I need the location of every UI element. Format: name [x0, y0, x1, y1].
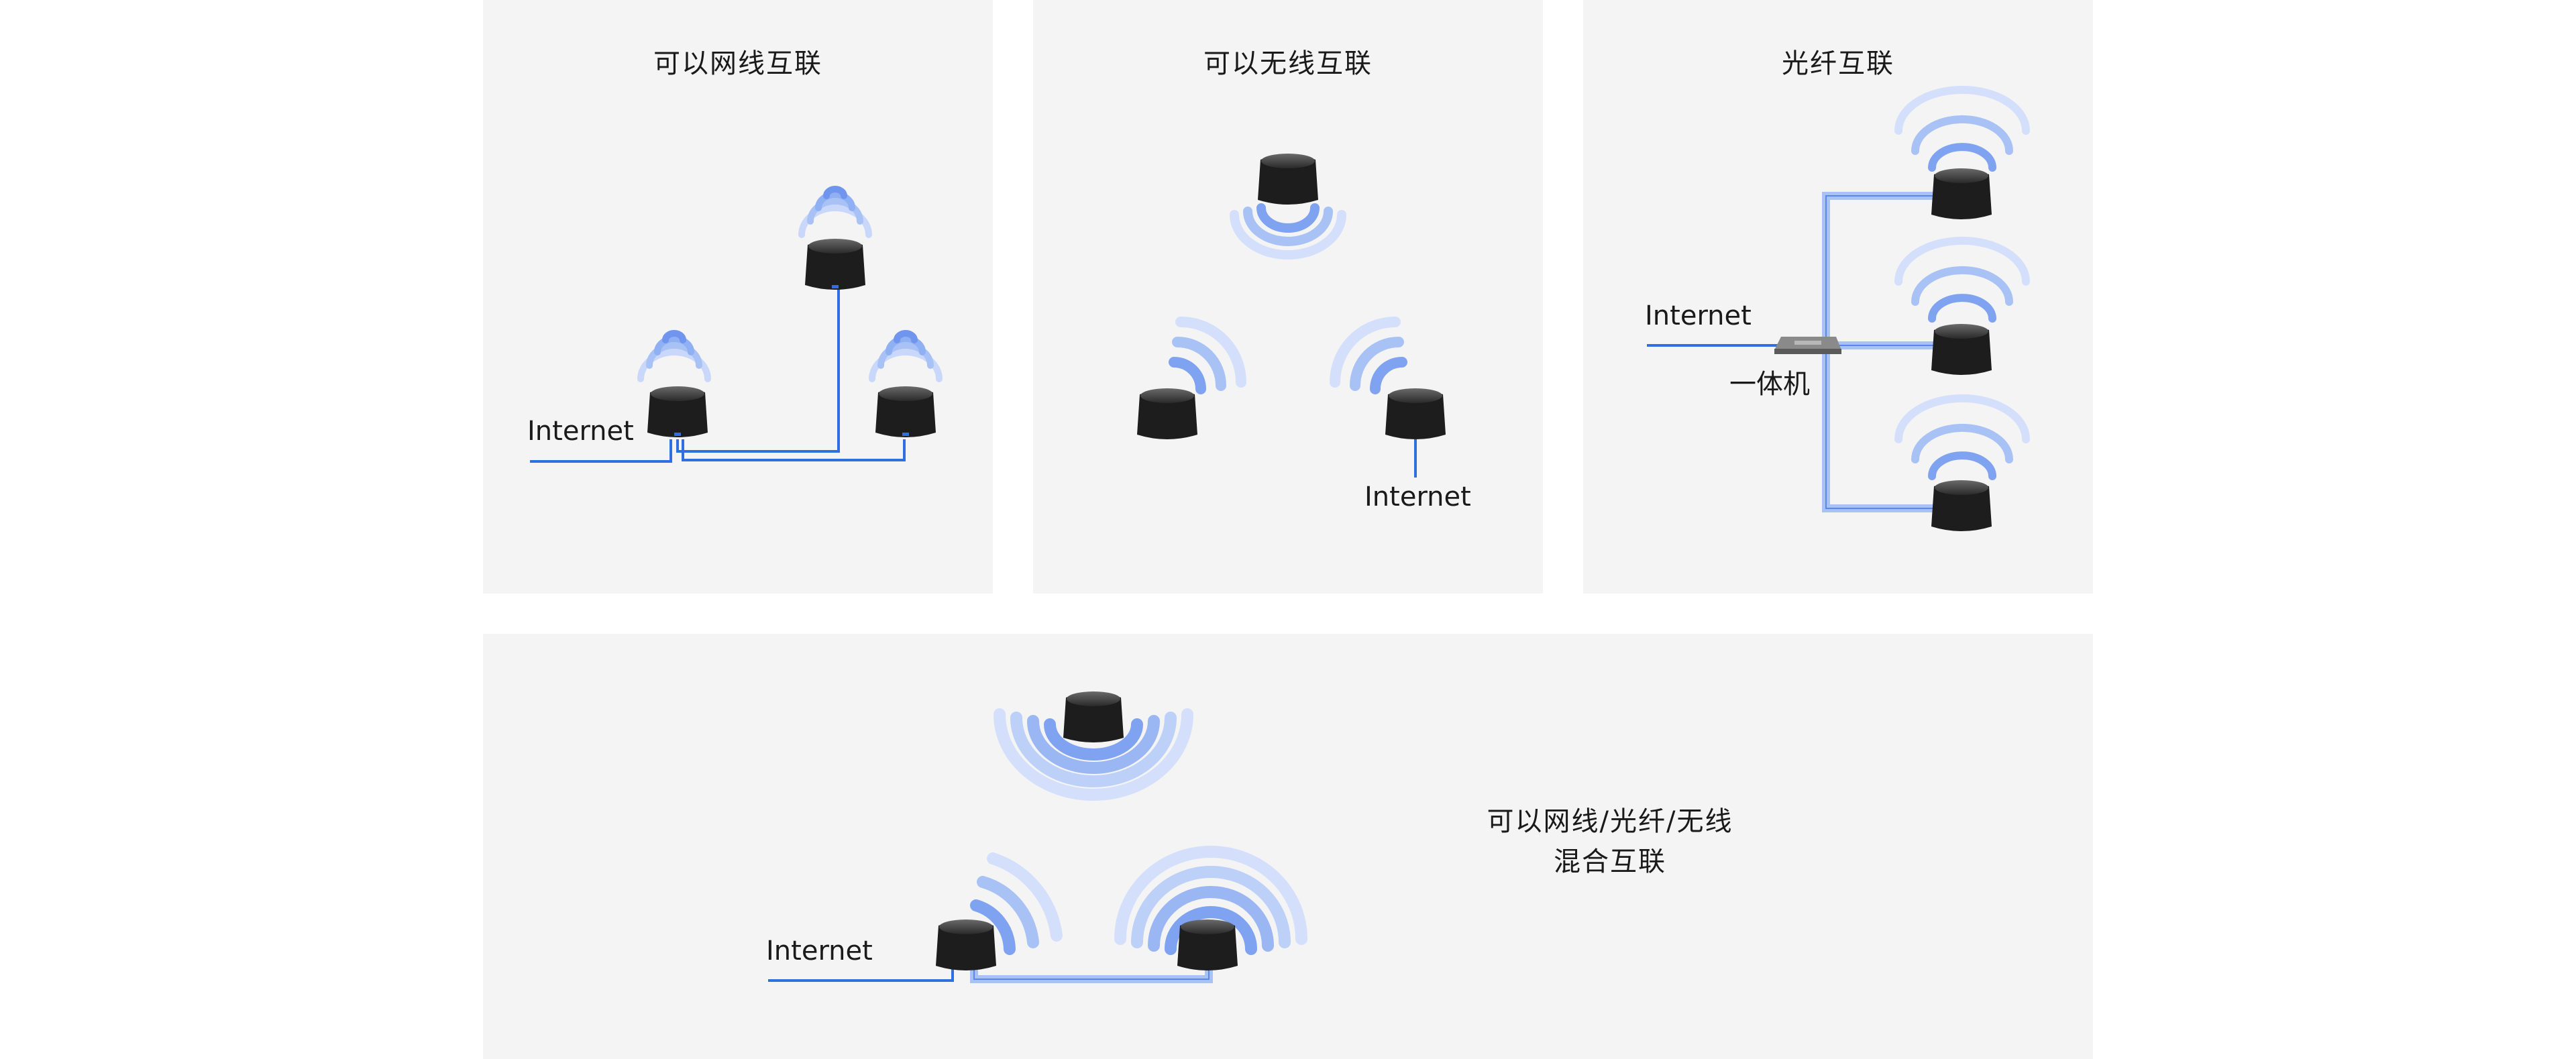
- router-icon: [1177, 919, 1238, 970]
- router-icon: [1385, 388, 1446, 439]
- panel-fiber: 光纤互联: [1583, 0, 2093, 594]
- internet-cable: [768, 966, 954, 982]
- panel-title: 可以网线互联: [653, 48, 822, 79]
- panel-wired: 可以网线互联: [483, 0, 993, 594]
- wifi-waves: [1169, 203, 1407, 394]
- wifi-waves: [637, 186, 943, 382]
- internet-label: Internet: [1364, 482, 1471, 512]
- panel-mixed: Internet 可以网线/光纤/无线 混合互联: [483, 634, 2093, 1059]
- router-icon: [647, 386, 708, 437]
- internet-label: Internet: [527, 416, 634, 447]
- mixed-title-line2: 混合互联: [1554, 846, 1666, 877]
- router-icon: [1063, 691, 1124, 742]
- wireless-diagram: [1137, 154, 1446, 478]
- panel-title: 可以无线互联: [1203, 48, 1373, 79]
- wifi-waves: [1894, 85, 2030, 480]
- panel-title: 光纤互联: [1782, 48, 1894, 79]
- wifi-icon: [798, 186, 872, 238]
- switch-icon: [1774, 337, 1841, 354]
- cable-to-right-router: [682, 439, 906, 461]
- internet-label: Internet: [1645, 300, 1752, 331]
- router-icon: [875, 386, 936, 437]
- fiber-diagram: [1647, 85, 2030, 531]
- mixed-title-line1: 可以网线/光纤/无线: [1487, 806, 1733, 837]
- wifi-icon: [1894, 85, 2030, 172]
- mixed-diagram: [768, 691, 1307, 983]
- router-icon: [805, 239, 865, 290]
- mixed-title: 可以网线/光纤/无线 混合互联: [1409, 801, 1811, 882]
- wifi-icon: [869, 330, 943, 382]
- fiber-cables: [1822, 192, 1944, 512]
- router-icon: [1258, 154, 1318, 205]
- wifi-waves: [970, 708, 1307, 955]
- wifi-icon: [1894, 394, 2030, 480]
- wired-diagram: [530, 186, 943, 463]
- router-icon: [1137, 388, 1197, 439]
- router-icon: [1931, 168, 1992, 219]
- fiber-cable: [970, 966, 1213, 983]
- router-icon: [1931, 480, 1992, 531]
- internet-label: Internet: [766, 936, 873, 966]
- internet-cable: [530, 439, 672, 463]
- cable-to-top-router: [676, 288, 840, 453]
- router-icon: [936, 919, 996, 970]
- switch-label: 一体机: [1729, 369, 1810, 400]
- ethernet-cables: [530, 288, 906, 463]
- wifi-icon: [637, 330, 711, 382]
- router-icon: [1931, 324, 1992, 375]
- wifi-icon: [1894, 236, 2030, 323]
- panel-wireless: 可以无线互联: [1033, 0, 1543, 594]
